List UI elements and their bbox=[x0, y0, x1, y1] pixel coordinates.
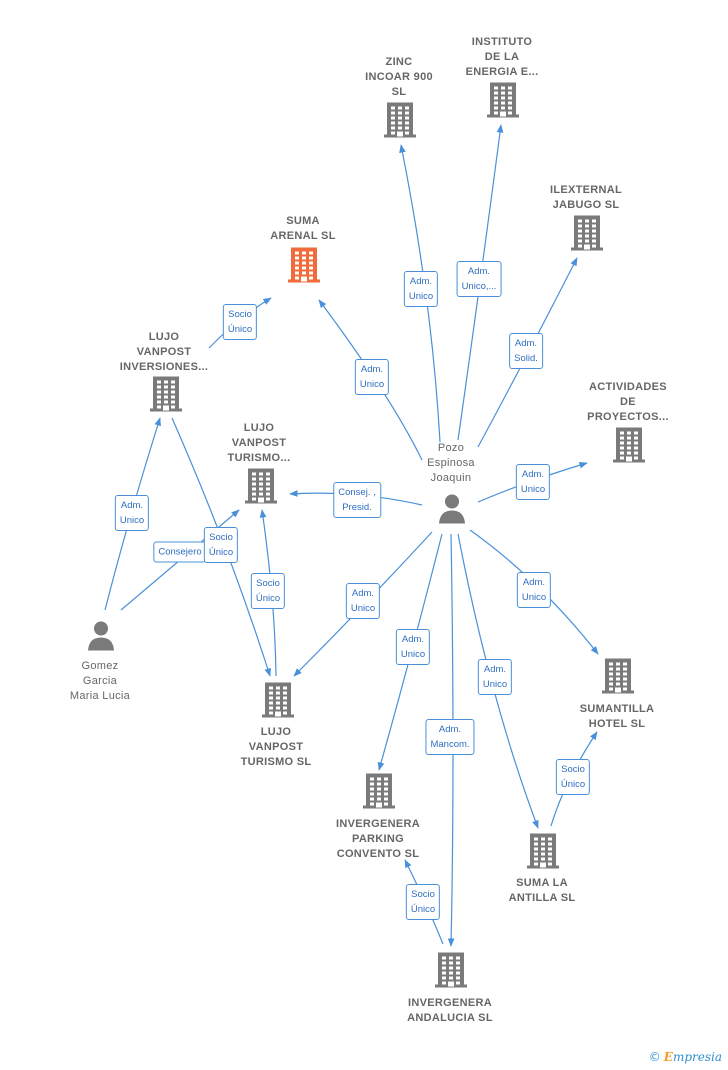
brand-watermark: ©Empresia bbox=[649, 1050, 722, 1064]
node-label-actividades[interactable]: ACTIVIDADES DE PROYECTOS... bbox=[587, 381, 669, 423]
edge-label-e17: Socio Único bbox=[222, 304, 258, 340]
edge-label-e12: Socio Único bbox=[555, 759, 591, 795]
building-icon-invergenera_andalucia[interactable] bbox=[435, 952, 467, 993]
node-label-lujo_tur_sl[interactable]: LUJO VANPOST TURISMO SL bbox=[240, 726, 312, 768]
edge-label-e2: Adm. Unico bbox=[403, 271, 439, 307]
building-icon-ilexternal[interactable] bbox=[571, 215, 603, 256]
edge-label-e3: Adm. Unico,... bbox=[456, 261, 502, 297]
edge-label-e6: Consej. , Presid. bbox=[333, 482, 381, 518]
person-icon-pozo[interactable] bbox=[436, 493, 468, 530]
node-label-invergenera_parking[interactable]: INVERGENERA PARKING CONVENTO SL bbox=[336, 818, 420, 860]
edge-label-e7: Adm. Unico bbox=[345, 583, 381, 619]
building-icon-lujo_inv[interactable] bbox=[150, 376, 182, 417]
edge-label-e18: Socio Único bbox=[405, 884, 441, 920]
edge-label-e1: Adm. Unico bbox=[354, 359, 390, 395]
building-icon-actividades[interactable] bbox=[613, 427, 645, 468]
edge-label-e16: Socio Único bbox=[250, 573, 286, 609]
node-label-ilexternal[interactable]: ILEXTERNAL JABUGO SL bbox=[549, 184, 623, 211]
brand-initial: E bbox=[663, 1050, 673, 1064]
building-icon-invergenera_parking[interactable] bbox=[363, 773, 395, 814]
building-icon-suma_antilla[interactable] bbox=[527, 833, 559, 874]
edge-label-e5: Adm. Unico bbox=[515, 464, 551, 500]
node-label-suma_arenal[interactable]: SUMA ARENAL SL bbox=[270, 215, 336, 242]
building-icon-zinc[interactable] bbox=[384, 102, 416, 143]
edge-label-e11: Adm. Unico bbox=[516, 572, 552, 608]
building-icon-lujo_tur_top[interactable] bbox=[245, 468, 277, 509]
copyright-symbol: © bbox=[648, 1050, 661, 1064]
node-label-instituto[interactable]: INSTITUTO DE LA ENERGIA E... bbox=[465, 36, 539, 78]
node-label-gomez[interactable]: Gomez Garcia Maria Lucia bbox=[69, 660, 131, 702]
node-label-pozo[interactable]: Pozo Espinosa Joaquin bbox=[427, 442, 475, 484]
node-label-lujo_inv[interactable]: LUJO VANPOST INVERSIONES... bbox=[119, 331, 209, 373]
person-icon-gomez[interactable] bbox=[85, 620, 117, 657]
brand-name: mpresia bbox=[672, 1050, 722, 1064]
node-label-sumantilla[interactable]: SUMANTILLA HOTEL SL bbox=[579, 703, 655, 730]
edge-label-e4: Adm. Solid. bbox=[509, 333, 543, 369]
edge-label-e13: Adm. Unico bbox=[114, 495, 150, 531]
building-icon-instituto[interactable] bbox=[487, 82, 519, 123]
building-icon-suma_arenal[interactable] bbox=[288, 247, 320, 288]
building-icon-sumantilla[interactable] bbox=[602, 658, 634, 699]
edge-label-e10: Adm. Unico bbox=[477, 659, 513, 695]
edge-label-e15: Socio Único bbox=[203, 527, 239, 563]
node-label-zinc[interactable]: ZINC INCOAR 900 SL bbox=[365, 56, 433, 98]
node-label-suma_antilla[interactable]: SUMA LA ANTILLA SL bbox=[508, 877, 576, 904]
edge-label-e9: Adm. Mancom. bbox=[425, 719, 475, 755]
building-icon-lujo_tur_sl[interactable] bbox=[262, 682, 294, 723]
node-label-invergenera_andalucia[interactable]: INVERGENERA ANDALUCIA SL bbox=[407, 997, 493, 1024]
node-label-lujo_tur_top[interactable]: LUJO VANPOST TURISMO... bbox=[227, 422, 291, 464]
edge-label-e8: Adm. Unico bbox=[395, 629, 431, 665]
edge-label-e14: Consejero bbox=[153, 541, 207, 563]
